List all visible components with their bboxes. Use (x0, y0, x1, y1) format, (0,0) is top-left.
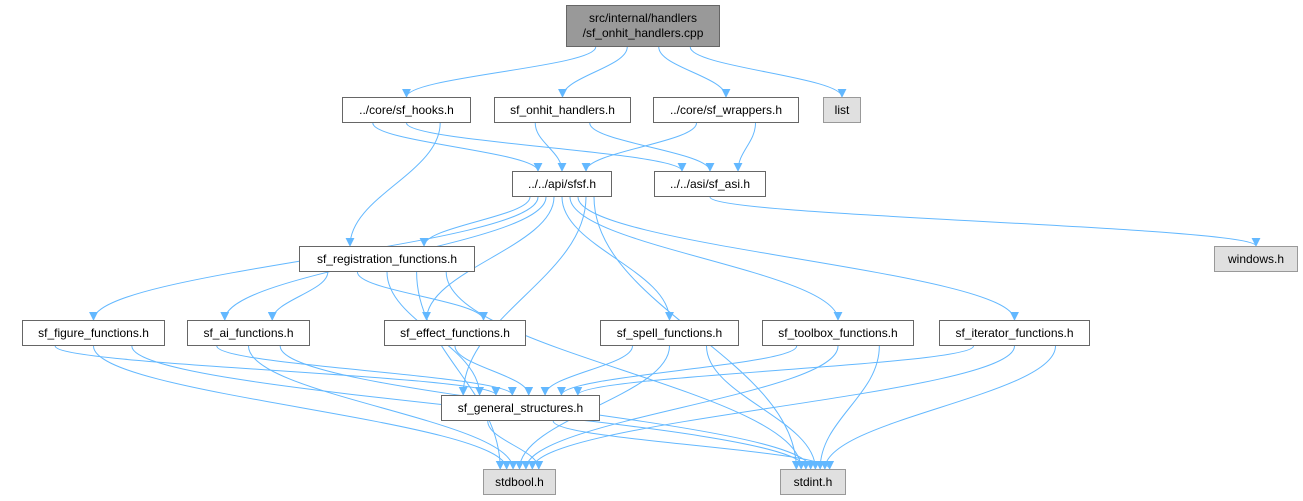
edge-sf_hooks-to-sf_registration_functions (345, 122, 441, 247)
edge-sf_registration_functions-to-stdbool (416, 271, 505, 470)
node-sf-general-structures[interactable]: sf_general_structures.h (441, 395, 600, 421)
node-label: sf_iterator_functions.h (955, 326, 1074, 340)
node-sfsf[interactable]: ../../api/sfsf.h (512, 171, 612, 197)
edge-sf_spell_functions-to-stdint (706, 345, 820, 470)
node-label: sf_toolbox_functions.h (778, 326, 898, 340)
node-stdbool[interactable]: stdbool.h (483, 469, 556, 495)
node-list[interactable]: list (823, 97, 861, 123)
node-label: sf_ai_functions.h (203, 326, 294, 340)
edge-root-to-sf_onhit_handlers_h (558, 46, 628, 98)
node-sf-spell-functions[interactable]: sf_spell_functions.h (600, 320, 739, 346)
node-sf-onhit-handlers-h[interactable]: sf_onhit_handlers.h (494, 97, 631, 123)
edge-sf_general_structures-to-stdbool (487, 420, 544, 470)
edge-sf_onhit_handlers_h-to-sfsf (534, 122, 567, 172)
node-label: windows.h (1227, 252, 1285, 266)
edge-sf_toolbox_functions-to-stdbool (521, 345, 839, 470)
root-file-path-line1: src/internal/handlers (588, 11, 698, 25)
node-label: sf_registration_functions.h (316, 252, 458, 266)
node-windows[interactable]: windows.h (1214, 246, 1298, 272)
edge-root-to-sf_wrappers (658, 46, 731, 98)
node-sf-ai-functions[interactable]: sf_ai_functions.h (187, 320, 310, 346)
edge-sfsf-to-sf_registration_functions (419, 196, 531, 247)
edge-sf_wrappers-to-sfsf (581, 122, 697, 172)
node-label: ../../asi/sf_asi.h (669, 177, 751, 191)
node-sf-wrappers[interactable]: ../core/sf_wrappers.h (653, 97, 799, 123)
node-label: list (834, 103, 850, 117)
node-sf-effect-functions[interactable]: sf_effect_functions.h (384, 320, 526, 346)
edge-sf_ai_functions-to-sf_general_structures (216, 345, 517, 396)
edge-sf_figure_functions-to-sf_general_structures (54, 345, 501, 396)
node-label: sf_onhit_handlers.h (510, 103, 615, 117)
root-file-node[interactable]: src/internal/handlers /sf_onhit_handlers… (566, 5, 720, 47)
node-sf-registration-functions[interactable]: sf_registration_functions.h (299, 246, 475, 272)
edge-sf_registration_functions-to-sf_ai_functions (267, 271, 329, 321)
edge-sf_wrappers-to-sf_asi (733, 122, 756, 172)
node-sf-iterator-functions[interactable]: sf_iterator_functions.h (939, 320, 1090, 346)
edge-sf_iterator_functions-to-sf_general_structures (573, 345, 974, 396)
node-sf-asi[interactable]: ../../asi/sf_asi.h (654, 171, 766, 197)
node-sf-toolbox-functions[interactable]: sf_toolbox_functions.h (762, 320, 914, 346)
node-sf-hooks[interactable]: ../core/sf_hooks.h (342, 97, 471, 123)
edge-sfsf-to-sf_effect_functions (422, 196, 555, 321)
edge-sf_toolbox_functions-to-sf_general_structures (557, 345, 798, 396)
node-label: stdbool.h (495, 475, 544, 489)
edge-sf_iterator_functions-to-stdbool (527, 345, 1015, 470)
edge-sf_registration_functions-to-stdint (445, 271, 806, 470)
edge-sf_effect_functions-to-sf_general_structures (454, 345, 534, 396)
node-label: sf_spell_functions.h (616, 326, 723, 340)
node-label: stdint.h (793, 475, 833, 489)
node-sf-figure-functions[interactable]: sf_figure_functions.h (22, 320, 165, 346)
node-label: ../core/sf_hooks.h (359, 103, 454, 117)
edge-sfsf-to-sf_iterator_functions (577, 196, 1019, 321)
node-stdint[interactable]: stdint.h (780, 469, 846, 495)
node-label: sf_general_structures.h (457, 401, 584, 415)
edge-root-to-list (689, 46, 847, 98)
edge-sf_ai_functions-to-stdbool (248, 345, 518, 470)
edge-sfsf-to-sf_spell_functions (561, 196, 674, 321)
edge-sf_asi-to-windows (709, 196, 1261, 247)
edge-root-to-sf_hooks (402, 46, 597, 98)
edge-sf_general_structures-to-stdint (552, 420, 835, 470)
edge-sf_onhit_handlers_h-to-sf_asi (589, 122, 715, 172)
edge-sf_iterator_functions-to-stdint (820, 345, 1056, 470)
edge-sf_spell_functions-to-sf_general_structures (540, 345, 633, 396)
edge-sf_hooks-to-sf_asi (406, 122, 687, 172)
node-label: sf_effect_functions.h (400, 326, 510, 340)
edge-sf_registration_functions-to-sf_effect_functions (356, 271, 488, 321)
edge-sf_figure_functions-to-stdbool (93, 345, 512, 470)
node-label: sf_figure_functions.h (38, 326, 149, 340)
node-label: ../../api/sfsf.h (527, 177, 597, 191)
node-label: ../core/sf_wrappers.h (669, 103, 783, 117)
root-file-path-line2: /sf_onhit_handlers.cpp (582, 26, 704, 40)
edge-sf_hooks-to-sfsf (372, 122, 543, 172)
